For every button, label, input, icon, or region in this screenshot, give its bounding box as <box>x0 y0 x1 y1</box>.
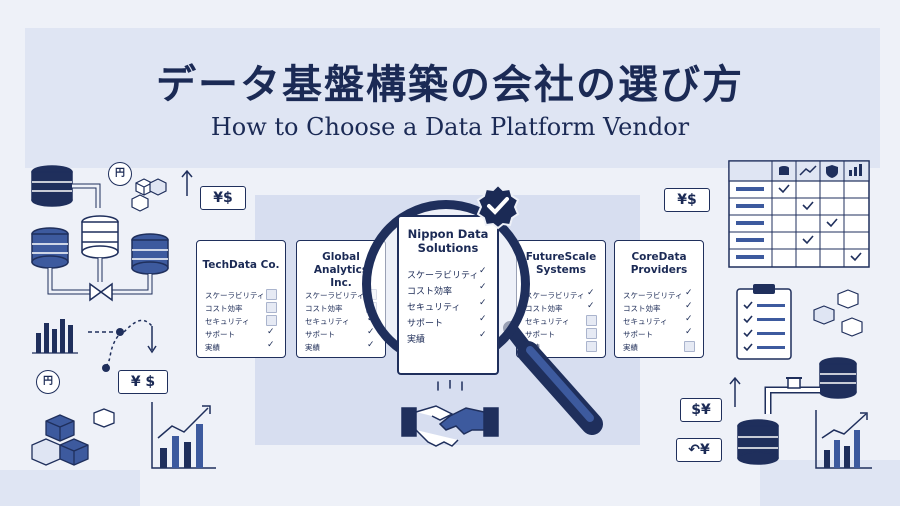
checkbox-checked <box>586 288 597 300</box>
checkbox-checked <box>366 327 377 339</box>
criterion-row: コスト効率 <box>407 282 489 297</box>
vendor-card-futurescale: FutureScale Systems スケーラビリティ コスト効率 セキュリテ… <box>516 240 606 358</box>
stacked-cubes-icon <box>31 408 115 466</box>
checkbox <box>266 315 277 326</box>
vendor-name: FutureScale Systems <box>525 251 597 276</box>
checkbox-checked <box>366 340 377 352</box>
criterion-row: コスト効率 <box>623 301 695 314</box>
checkbox-checked <box>684 301 695 313</box>
checkbox-checked <box>478 282 489 294</box>
database-pipeline-icon <box>31 165 169 302</box>
checkbox-checked <box>684 314 695 326</box>
checkbox-checked <box>266 340 277 352</box>
verified-badge-icon <box>476 183 520 230</box>
checkbox <box>586 328 597 339</box>
checkbox-checked <box>684 327 695 339</box>
criterion-row: セキュリティ <box>407 298 489 313</box>
growth-chart-icon <box>151 402 216 469</box>
criterion-row: スケーラビリティ <box>407 266 489 281</box>
checkbox <box>586 341 597 352</box>
criterion-row: スケーラビリティ <box>205 289 277 301</box>
criterion-row: サポート <box>407 314 489 329</box>
criterion-row: コスト効率 <box>205 302 277 314</box>
criterion-row: 実績 <box>407 330 489 345</box>
background-panel-top <box>25 28 880 168</box>
pipe-database-icon <box>737 357 857 465</box>
checkbox <box>684 341 695 352</box>
arrow-up-icon <box>181 169 193 196</box>
growth-chart-icon-right <box>815 410 872 469</box>
criterion-row: セキュリティ <box>305 314 377 327</box>
checkbox-checked <box>586 301 597 313</box>
vendor-name: TechData Co. <box>202 259 280 271</box>
vendor-card-nippon-data: Nippon Data Solutions スケーラビリティ コスト効率 セキュ… <box>397 215 499 375</box>
trend-path-icon <box>88 319 157 372</box>
checkbox <box>586 315 597 326</box>
price-tag-dollar-yen: $¥ <box>680 398 722 422</box>
magnifier-handle <box>503 321 603 435</box>
arrow-up-icon-right <box>729 376 741 407</box>
criterion-row: 実績 <box>305 340 377 353</box>
page-subtitle: How to Choose a Data Platform Vendor <box>210 113 690 141</box>
criterion-row: セキュリティ <box>205 315 277 327</box>
criterion-row: サポート <box>305 327 377 340</box>
price-tag-right: ¥$ <box>664 188 710 212</box>
vendor-name-featured: Nippon Data Solutions <box>407 227 489 255</box>
comparison-matrix <box>728 160 870 268</box>
criterion-row: スケーラビリティ <box>525 288 597 301</box>
criterion-row: サポート <box>525 328 597 340</box>
criterion-row: コスト効率 <box>525 301 597 314</box>
yen-coin-icon-2: 円 <box>36 370 60 394</box>
criterion-row: セキュリティ <box>623 314 695 327</box>
vendor-name: Global Analytics Inc. <box>313 251 369 289</box>
criterion-row: 実績 <box>623 341 695 353</box>
checkbox-checked <box>478 266 489 278</box>
checklist-clipboard-icon <box>736 284 792 360</box>
price-tag-left-lower: ¥ $ <box>118 370 168 394</box>
checkbox <box>266 302 277 313</box>
cubes-icon-right <box>813 289 863 337</box>
vendor-card-coredata: CoreData Providers スケーラビリティ コスト効率 セキュリティ… <box>614 240 704 358</box>
yen-coin-icon: 円 <box>108 162 132 186</box>
criterion-row: サポート <box>205 327 277 340</box>
checkbox-checked <box>266 327 277 339</box>
bar-chart-icon <box>32 319 78 354</box>
page-title: データ基盤構築の会社の選び方 <box>156 62 744 108</box>
handshake-icon <box>401 380 499 447</box>
criterion-row: スケーラビリティ <box>623 288 695 301</box>
criterion-row: 実績 <box>205 340 277 353</box>
checkbox-checked <box>478 298 489 310</box>
checkbox-checked <box>478 330 489 342</box>
vendor-name: CoreData Providers <box>630 251 688 276</box>
checkbox-checked <box>478 314 489 326</box>
criterion-row: サポート <box>623 327 695 340</box>
cubes-icon <box>131 178 167 212</box>
checkbox <box>266 289 277 300</box>
criterion-row: セキュリティ <box>525 315 597 327</box>
vendor-card-techdata: TechData Co. スケーラビリティ コスト効率 セキュリティ サポート … <box>196 240 286 358</box>
background-panel-bottom-left <box>0 470 140 506</box>
checkbox-checked <box>684 288 695 300</box>
price-tag-swap-yen: ↶¥ <box>676 438 722 462</box>
price-tag-left: ¥$ <box>200 186 246 210</box>
